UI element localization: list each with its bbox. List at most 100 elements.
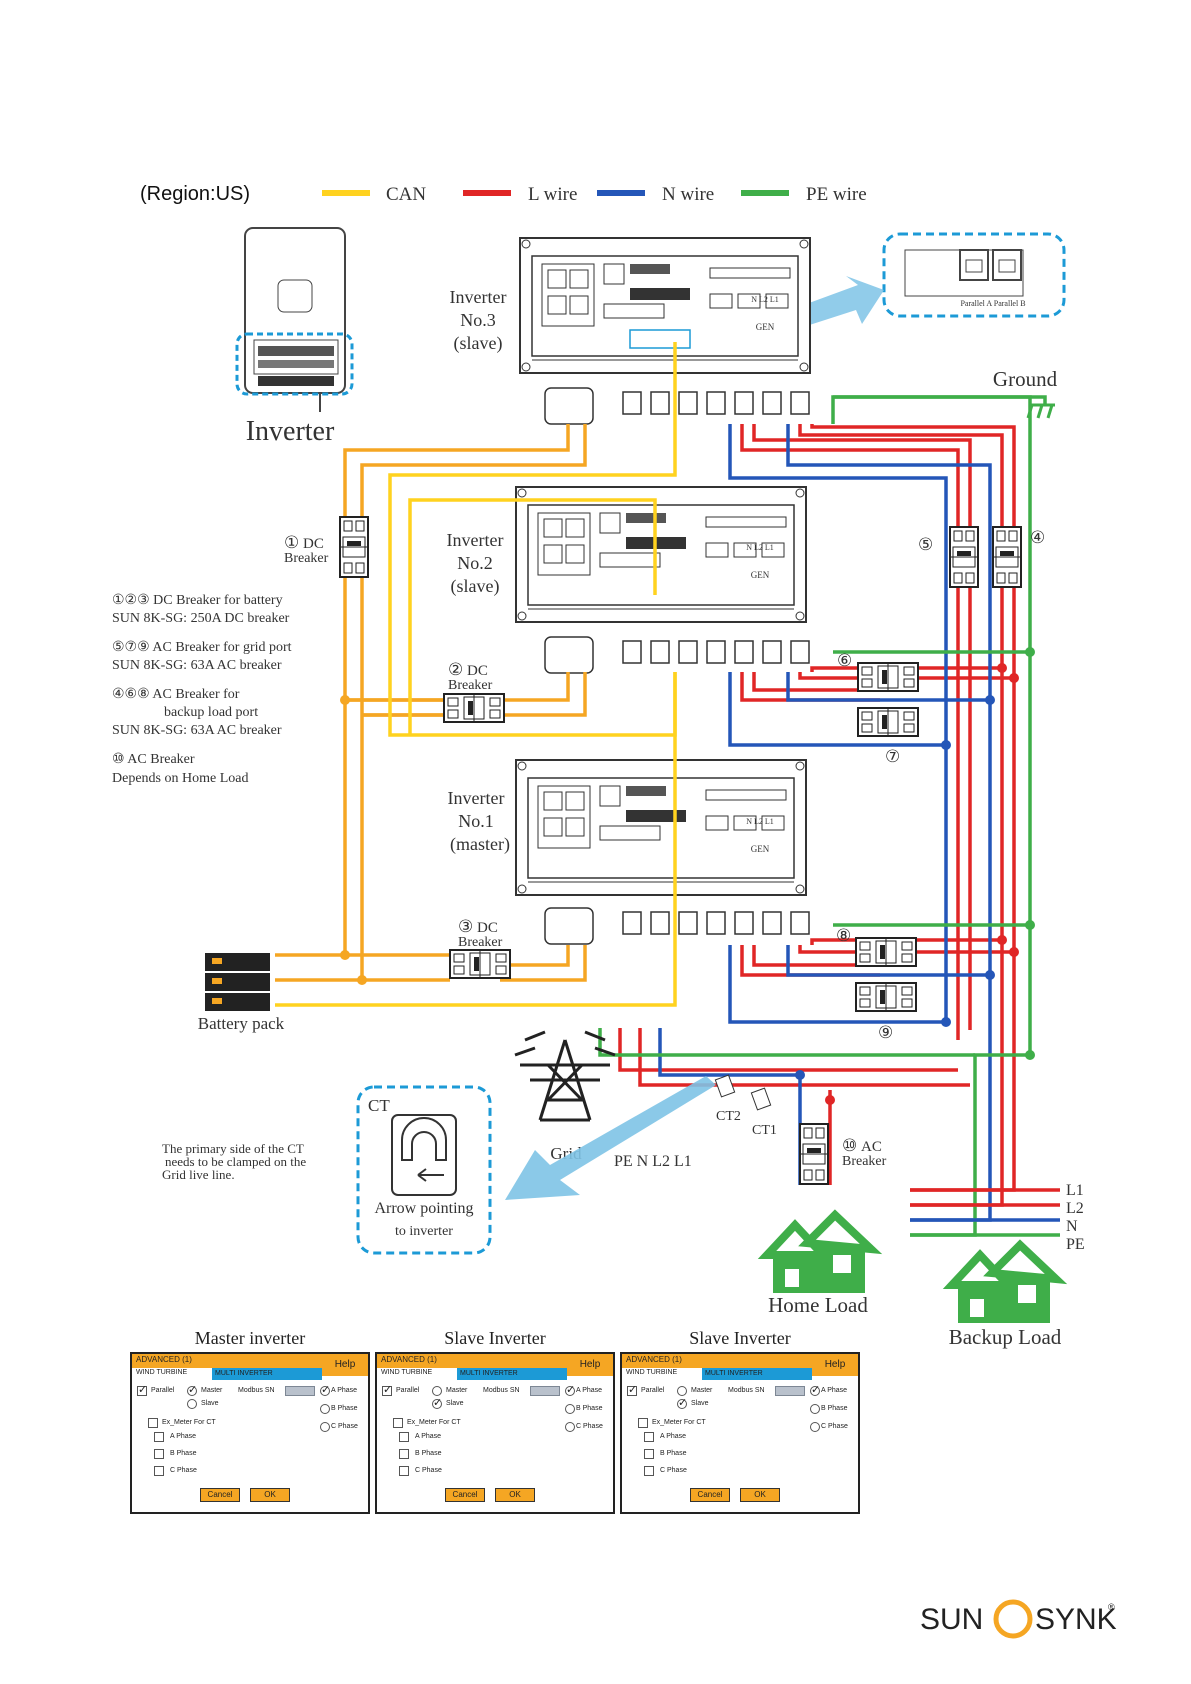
parallel-checkbox[interactable] [627,1383,637,1396]
ok-button[interactable]: OK [495,1488,535,1502]
master-radio[interactable] [432,1386,442,1396]
ex-meter-checkbox[interactable] [393,1418,403,1428]
tab-wind-turbine[interactable]: WIND TURBINE [381,1369,433,1376]
blue-junction-dots [795,695,995,1080]
inverter-1-name: Inverter [448,788,505,808]
help-button[interactable]: Help [567,1354,613,1376]
ex-meter-checkbox[interactable] [638,1418,648,1428]
b-phase-radio[interactable] [565,1404,575,1414]
green-junction-dots [1025,647,1035,1060]
ct-box-title: CT [368,1096,390,1115]
tab-wind-turbine[interactable]: WIND TURBINE [136,1369,188,1376]
modbus-sn-field[interactable] [775,1386,805,1396]
breaker-num-8: ⑧ [836,926,851,945]
breaker-num-5: ⑤ [918,535,933,554]
panel-header-label: ADVANCED (1) [626,1355,682,1364]
c-phase-radio[interactable] [565,1422,575,1432]
panel-title: Master inverter [194,1328,306,1348]
ct-callout-box [356,1085,492,1255]
a-phase-checkbox[interactable] [399,1432,409,1442]
slave-radio[interactable] [677,1396,687,1409]
inverter-1-role: (master) [450,834,510,855]
b-phase-radio[interactable] [320,1404,330,1414]
load-line-pe: PE [1066,1236,1085,1253]
b-phase-checkbox[interactable] [399,1449,409,1459]
tab-wind-turbine[interactable]: WIND TURBINE [626,1369,678,1376]
panel-header: ADVANCED (1) Help [132,1354,368,1376]
dc-breaker-2-label: DC [467,663,488,679]
ct2-label: CT2 [716,1109,741,1124]
inverter-2-no: No.2 [457,553,493,573]
help-button[interactable]: Help [812,1354,858,1376]
slave-radio[interactable] [187,1399,197,1409]
b-phase-label: B Phase [331,1405,358,1412]
inverter-1-no: No.1 [458,811,494,831]
b-phase-checkbox[interactable] [644,1449,654,1459]
c-phase-radio[interactable] [810,1422,820,1432]
breaker-num-4: ④ [1030,528,1045,547]
slave-radio[interactable] [432,1396,442,1409]
ac-breaker-5 [949,526,979,588]
backup-load-label: Backup Load [949,1325,1062,1349]
parallel-port-label: Parallel A Parallel B [960,299,1025,308]
a-phase-label: A Phase [331,1387,358,1394]
b-phase-label: B Phase [576,1405,603,1412]
panel-header-label: ADVANCED (1) [381,1355,437,1364]
ex-meter-checkbox[interactable] [148,1418,158,1428]
modbus-sn-field[interactable] [285,1386,315,1396]
c-phase-checkbox[interactable] [644,1466,654,1476]
slave-label: Slave [691,1400,709,1407]
a-phase-checkbox[interactable] [154,1432,164,1442]
tab-multi-inverter[interactable]: MULTI INVERTER [457,1368,567,1380]
dc-breaker-2 [443,693,505,723]
region-label: (Region:US) [140,183,250,205]
ac-breaker-10-num: ⑩ [842,1136,857,1155]
b-phase-label: B Phase [821,1405,848,1412]
tab-multi-inverter[interactable]: MULTI INVERTER [702,1368,812,1380]
modbus-sn-label: Modbus SN [483,1387,520,1394]
ac-breaker-10 [799,1123,829,1185]
c-phase-radio[interactable] [320,1422,330,1432]
c-phase-label: C Phase [331,1423,358,1430]
panel-tabs: WIND TURBINE MULTI INVERTER [132,1368,322,1380]
master-radio[interactable] [187,1383,197,1396]
cancel-button[interactable]: Cancel [445,1488,485,1502]
sunsynk-logo: SUN SYNK ® [920,1599,1117,1639]
ok-button[interactable]: OK [250,1488,290,1502]
a-phase-radio[interactable] [810,1383,820,1396]
note-2-line-2: SUN 8K-SG: 63A AC breaker [112,658,282,673]
legend-label-l-wire: L wire [528,184,577,205]
parallel-label: Parallel [641,1387,665,1394]
a-phase-label: A Phase [576,1387,603,1394]
b-phase-checkbox[interactable] [154,1449,164,1459]
b-phase-radio[interactable] [810,1404,820,1414]
c-phase-checkbox[interactable] [399,1466,409,1476]
help-button[interactable]: Help [322,1354,368,1376]
a-phase-radio[interactable] [565,1383,575,1396]
panel-header: ADVANCED (1) Help [622,1354,858,1376]
a-phase-checkbox[interactable] [644,1432,654,1442]
ac-breaker-7 [857,707,919,737]
note-2-line-1: ⑤⑦⑨ AC Breaker for grid port [112,640,292,655]
cancel-button[interactable]: Cancel [200,1488,240,1502]
can-wiring [275,342,677,1007]
cancel-button[interactable]: Cancel [690,1488,730,1502]
modbus-sn-field[interactable] [530,1386,560,1396]
master-radio[interactable] [677,1386,687,1396]
load-line-l2: L2 [1066,1200,1084,1217]
c-phase-label: C Phase [576,1423,603,1430]
ct-note-line-3: Grid live line. [162,1167,235,1182]
parallel-checkbox[interactable] [382,1383,392,1396]
brand-reg: ® [1108,1602,1115,1612]
ac-breaker-9 [855,982,917,1012]
brand-left: SUN [920,1603,983,1636]
inverter-1-gen: GEN [751,844,770,854]
c-phase-checkbox[interactable] [154,1466,164,1476]
a-phase-radio[interactable] [320,1383,330,1396]
tab-multi-inverter[interactable]: MULTI INVERTER [212,1368,322,1380]
parallel-checkbox[interactable] [137,1383,147,1396]
dc-breaker-2-num: ② [448,660,463,679]
inverter-1-terminals: N L2 L1 [746,817,774,826]
ok-button[interactable]: OK [740,1488,780,1502]
